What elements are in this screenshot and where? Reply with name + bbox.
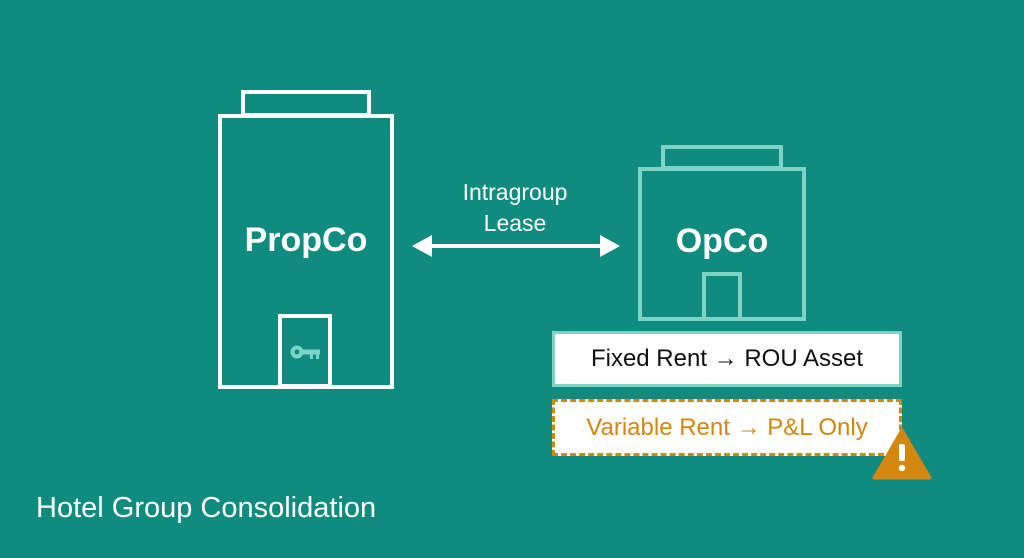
key-icon <box>290 345 320 359</box>
variable-rent-box: Variable Rent → P&L Only <box>552 399 902 456</box>
opco-building: OpCo <box>638 145 806 321</box>
warning-dot <box>898 464 906 472</box>
warning-overlay <box>872 428 932 480</box>
double-arrow-icon <box>412 235 620 257</box>
opco-door <box>702 272 742 321</box>
lease-label-line2: Lease <box>484 210 547 236</box>
fixed-rent-label: Fixed Rent → ROU Asset <box>590 345 864 372</box>
opco-roof <box>661 145 783 170</box>
warning-bar <box>899 444 905 461</box>
opco-label: OpCo <box>676 222 769 260</box>
lease-label-line1: Intragroup <box>463 179 568 205</box>
fixed-rent-box: Fixed Rent → ROU Asset <box>552 331 902 387</box>
propco-building: PropCo <box>218 90 394 389</box>
diagram-caption: Hotel Group Consolidation <box>36 492 377 524</box>
variable-rent-label: Variable Rent → P&L Only <box>586 413 868 441</box>
propco-roof <box>241 90 371 117</box>
propco-door <box>278 314 332 388</box>
propco-label: PropCo <box>245 221 368 259</box>
